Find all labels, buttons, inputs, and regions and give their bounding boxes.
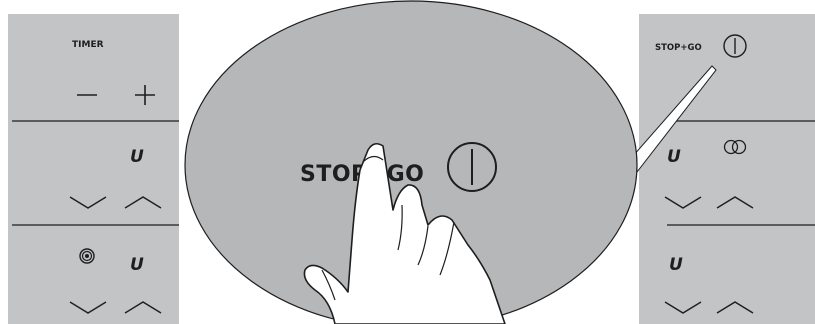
right-zone-bottom-display: U: [669, 255, 683, 275]
zoom-detail: STOP+GO: [185, 1, 637, 324]
zone-ring-icon[interactable]: [80, 249, 94, 263]
right-panel-background: [639, 14, 815, 324]
left-zone-bottom-display: U: [130, 255, 144, 275]
left-panel-background: [8, 14, 179, 324]
left-control-panel: TIMER U U: [8, 14, 179, 324]
timer-label: TIMER: [72, 40, 104, 50]
right-control-panel: STOP+GO U U: [639, 14, 815, 324]
stop-go-small-label: STOP+GO: [655, 43, 702, 53]
right-zone-top-display: U: [667, 147, 681, 167]
left-zone-top-display: U: [130, 147, 144, 167]
